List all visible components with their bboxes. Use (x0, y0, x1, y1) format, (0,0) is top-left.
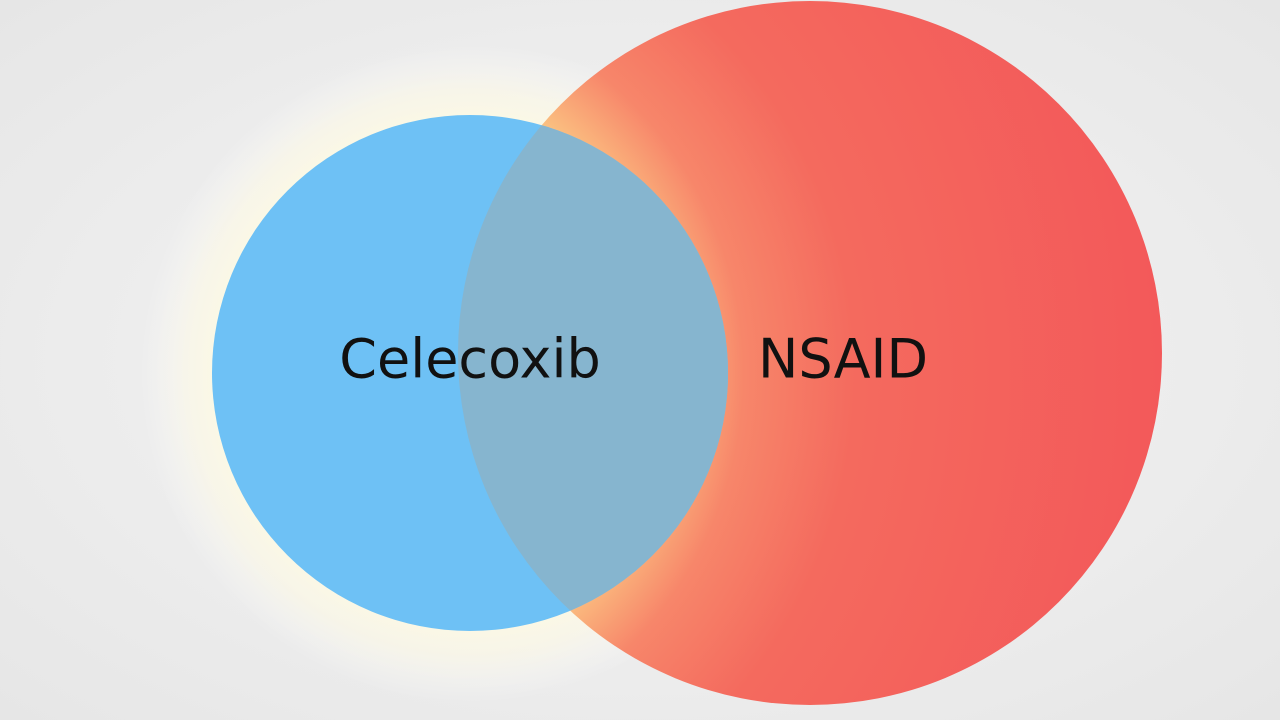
overlap-region (458, 115, 728, 631)
celecoxib-label: Celecoxib (339, 328, 600, 391)
nsaid-label: NSAID (758, 328, 928, 391)
